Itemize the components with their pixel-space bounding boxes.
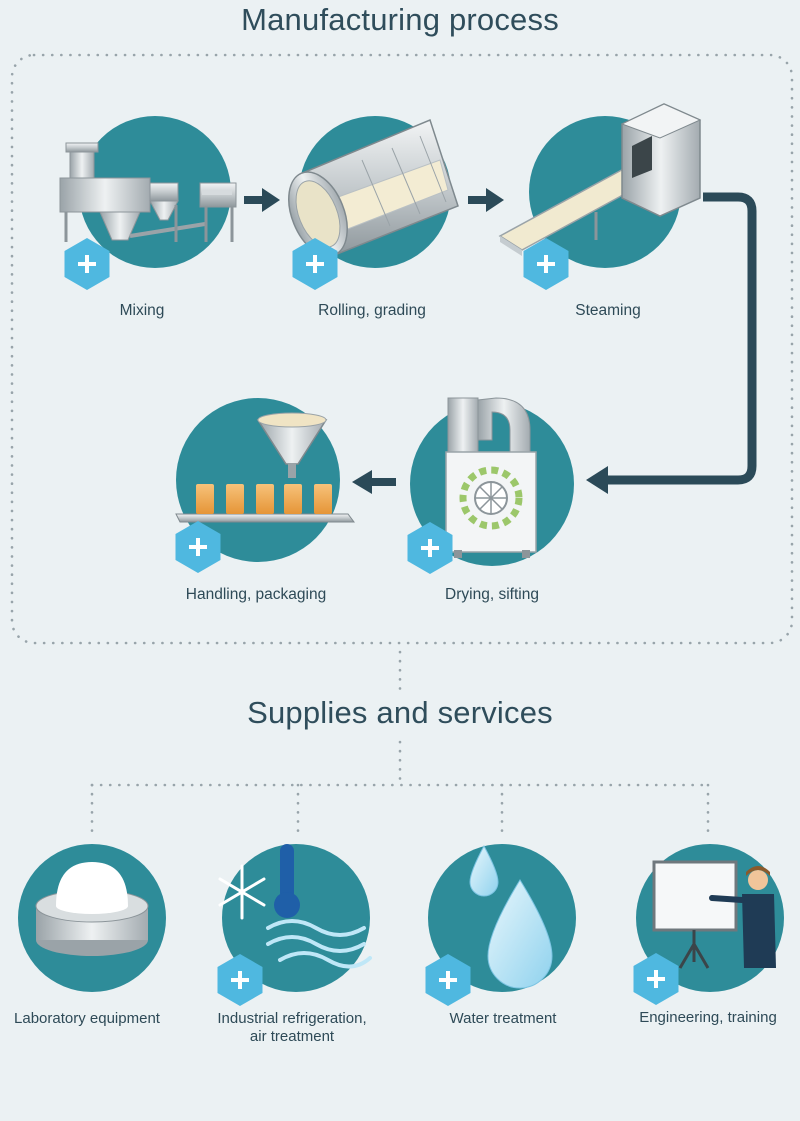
supplies-tree — [90, 783, 710, 834]
return-arrow-head — [586, 466, 608, 494]
step-label-rolling: Rolling, grading — [318, 302, 426, 319]
supply-label-engineering: Engineering, training — [639, 1009, 777, 1026]
manufacturing-title: Manufacturing process — [241, 2, 559, 37]
presenter-board-icon — [652, 860, 776, 969]
step-label-steaming: Steaming — [575, 302, 641, 319]
rolling-drum-icon — [288, 118, 459, 257]
arrow-icon — [244, 188, 504, 494]
steamer-conveyor-icon — [498, 103, 702, 266]
supply-label-water: Water treatment — [449, 1010, 557, 1027]
step-label-mixing: Mixing — [119, 302, 165, 319]
mixer-machine-icon — [59, 142, 237, 242]
laboratory-dome-icon — [35, 862, 149, 956]
supply-label-refrigeration: Industrial refrigeration, air treatment — [200, 1010, 384, 1046]
packaging-line-icon — [175, 412, 355, 523]
supplies-title: Supplies and services — [247, 695, 553, 730]
water-drop-icon — [469, 844, 553, 989]
step-label-packaging: Handling, packaging — [185, 586, 327, 603]
supply-label-laboratory: Laboratory equipment — [14, 1010, 160, 1027]
supply-label-refrigeration-line2: air treatment — [249, 1028, 335, 1045]
step-label-drying: Drying, sifting — [445, 586, 539, 603]
snowflake-thermometer-icon — [218, 844, 372, 969]
supply-label-refrigeration-line1: Industrial refrigeration, — [217, 1010, 367, 1027]
dryer-sifter-icon — [445, 397, 537, 558]
return-arrow-line — [608, 192, 757, 485]
